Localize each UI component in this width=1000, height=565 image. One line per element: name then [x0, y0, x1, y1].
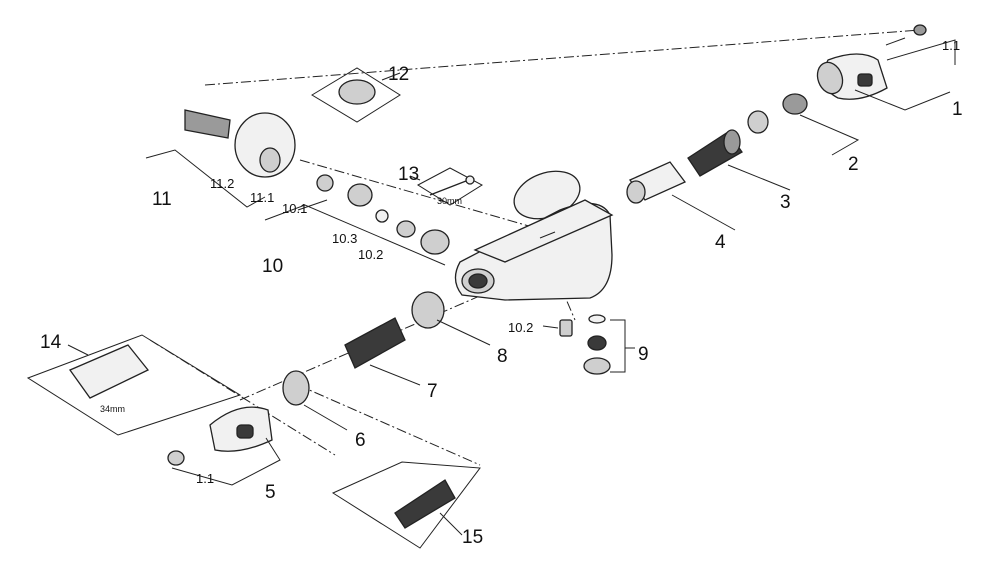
- part-8-ring: [411, 291, 445, 329]
- label-7: 7: [427, 381, 438, 402]
- part-9-aerator: [559, 314, 611, 375]
- label-5-1: 1.1: [196, 471, 214, 486]
- part-4-sleeve: [626, 161, 687, 204]
- label-5: 5: [265, 482, 276, 503]
- part-labels: 1 1.1 2 3 4 5 1.1 6 7 8 9 10 10.1 10.2 1…: [40, 38, 963, 548]
- label-11-1: 11.1: [250, 190, 274, 205]
- part-11-connector: [184, 109, 296, 178]
- part-1-handle: [816, 24, 927, 100]
- label-10-2: 10.2: [358, 247, 383, 262]
- label-13: 13: [398, 164, 419, 185]
- part-6-ring: [282, 370, 310, 406]
- label-14: 14: [40, 332, 62, 353]
- label-15: 15: [462, 527, 483, 548]
- label-3: 3: [780, 192, 791, 213]
- part-5-handle: [167, 406, 273, 466]
- box-12: [311, 67, 401, 123]
- label-4: 4: [715, 232, 726, 253]
- mixer-body: [454, 170, 614, 301]
- part-3-cartridge: [687, 129, 743, 177]
- label-11-2: 11.2: [210, 176, 234, 191]
- label-10-2b: 10.2: [508, 320, 533, 335]
- label-1-1: 1.1: [942, 38, 960, 53]
- label-1: 1: [952, 99, 963, 120]
- wrench-size-label: 30mm: [437, 196, 462, 206]
- part-7-cartridge: [344, 317, 406, 369]
- part-2-adapter: [747, 93, 808, 134]
- label-10-3: 10.3: [332, 231, 357, 246]
- label-9: 9: [638, 344, 649, 365]
- box-14: 34mm: [26, 334, 242, 436]
- part-10-parts: [316, 174, 450, 255]
- label-10-1: 10.1: [282, 201, 307, 216]
- label-11: 11: [152, 189, 172, 210]
- label-8: 8: [497, 346, 508, 367]
- label-6: 6: [355, 430, 366, 451]
- label-12: 12: [388, 64, 409, 85]
- label-10: 10: [262, 256, 283, 277]
- label-2: 2: [848, 154, 859, 175]
- box-15: [331, 461, 481, 549]
- socket-size-label: 34mm: [100, 404, 125, 414]
- part-12-cap: [338, 79, 376, 105]
- callout-lines: [67, 39, 956, 536]
- box-13: 30mm: [417, 167, 483, 206]
